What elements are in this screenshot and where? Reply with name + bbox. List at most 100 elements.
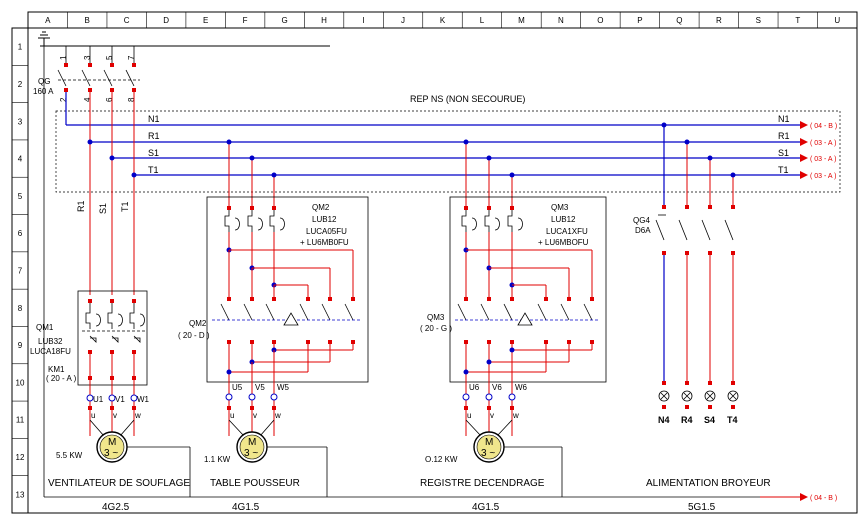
motor1-u: u bbox=[91, 411, 95, 420]
qm3-terminal-u: U6 bbox=[469, 383, 480, 392]
circuit-title-2: TABLE POUSSEUR bbox=[210, 478, 300, 489]
motor2-wiring bbox=[225, 380, 278, 437]
svg-text:1: 1 bbox=[59, 55, 68, 60]
column-label: R bbox=[716, 16, 722, 25]
motor2-letter: M bbox=[248, 437, 256, 448]
column-label: M bbox=[518, 16, 525, 25]
column-label: E bbox=[203, 16, 208, 25]
circuit-title-3: REGISTRE DECENDRAGE bbox=[420, 478, 545, 489]
row-label: 11 bbox=[16, 416, 25, 425]
drop-label-t1: T1 bbox=[120, 201, 130, 212]
row-label: 4 bbox=[18, 155, 23, 164]
svg-text:7: 7 bbox=[127, 55, 136, 60]
qm2-terminal-v: V5 bbox=[255, 383, 265, 392]
row-label: 1 bbox=[18, 43, 23, 52]
motor1-power: 5.5 KW bbox=[56, 451, 83, 460]
column-label: G bbox=[281, 16, 287, 25]
motor2-w: w bbox=[274, 411, 281, 420]
qm2-ref-name: QM2 bbox=[189, 319, 207, 328]
bus-t1-label: T1 bbox=[148, 165, 159, 175]
motor3-wiring bbox=[462, 380, 516, 437]
column-label: K bbox=[440, 16, 446, 25]
bottom-ref-arrow bbox=[800, 493, 808, 501]
qm3-box bbox=[449, 196, 607, 383]
qm3-line2: LUCA1XFU bbox=[546, 227, 588, 236]
motor3-v: v bbox=[490, 411, 494, 420]
motor3-phase: 3 ~ bbox=[481, 448, 495, 459]
svg-text:4: 4 bbox=[83, 97, 92, 102]
row-label: 9 bbox=[18, 341, 23, 350]
qm3-switch bbox=[455, 206, 600, 380]
qm2-switch bbox=[212, 206, 362, 380]
column-label: P bbox=[637, 16, 642, 25]
column-label: A bbox=[45, 16, 51, 25]
bus-r1-label: R1 bbox=[148, 131, 160, 141]
bottom-ref-label: ( 04 - B ) bbox=[810, 495, 837, 502]
row-label: 12 bbox=[16, 453, 25, 462]
motor3-w: w bbox=[512, 411, 519, 420]
bus-arrows bbox=[800, 121, 808, 179]
bus-t1-label-right: T1 bbox=[778, 165, 789, 175]
bus-s1-ref: ( 03 - A ) bbox=[810, 156, 836, 163]
motor3-u: u bbox=[467, 411, 471, 420]
bus-n1-ref: ( 04 - B ) bbox=[810, 123, 837, 130]
qm3-terminal-v: V6 bbox=[492, 383, 502, 392]
qm2-line1: LUB12 bbox=[312, 215, 337, 224]
qm1-terminal-u: U1 bbox=[93, 395, 104, 404]
motor1-wiring bbox=[86, 380, 138, 437]
column-label: T bbox=[795, 16, 800, 25]
motor1-icon bbox=[96, 431, 128, 463]
row-label: 2 bbox=[18, 80, 23, 89]
column-label: D bbox=[163, 16, 169, 25]
earth-icon bbox=[38, 31, 50, 46]
motor3-letter: M bbox=[485, 437, 493, 448]
bus-t1-ref: ( 03 - A ) bbox=[810, 173, 836, 180]
circuit-cable-1: 4G2.5 bbox=[102, 502, 130, 513]
km1-name: KM1 bbox=[48, 365, 65, 374]
column-label: J bbox=[401, 16, 405, 25]
qm2-box bbox=[206, 196, 369, 383]
qg4-out-n4: N4 bbox=[658, 415, 670, 425]
column-label: Q bbox=[676, 16, 682, 25]
motor1-letter: M bbox=[108, 437, 116, 448]
km1-ref: ( 20 - A ) bbox=[46, 374, 77, 383]
svg-text:8: 8 bbox=[127, 97, 136, 102]
qm1-line2: LUCA18FU bbox=[30, 347, 71, 356]
qm2-line3: + LU6MB0FU bbox=[300, 238, 349, 247]
svg-text:3: 3 bbox=[83, 55, 92, 60]
qm2-ref: ( 20 - D ) bbox=[178, 331, 210, 340]
bus-r1-label-right: R1 bbox=[778, 131, 790, 141]
motor1-v: v bbox=[113, 411, 117, 420]
qm2-line2: LUCA05FU bbox=[306, 227, 347, 236]
motor2-v: v bbox=[253, 411, 257, 420]
column-label: B bbox=[85, 16, 90, 25]
column-label: U bbox=[834, 16, 840, 25]
column-label: N bbox=[558, 16, 564, 25]
circuit-cable-3: 4G1.5 bbox=[472, 502, 500, 513]
row-label: 7 bbox=[18, 267, 23, 276]
column-label: C bbox=[124, 16, 130, 25]
bus-n1-label-right: N1 bbox=[778, 114, 790, 124]
bus-r1-ref: ( 03 - A ) bbox=[810, 140, 836, 147]
motor3-icon bbox=[473, 431, 505, 463]
row-label: 5 bbox=[18, 192, 23, 201]
motor1-w: w bbox=[134, 411, 141, 420]
qg4-out-t4: T4 bbox=[727, 415, 738, 425]
row-label: 13 bbox=[16, 490, 25, 499]
ns-area-box bbox=[55, 110, 841, 193]
column-header-band bbox=[27, 11, 858, 29]
qm3-line1: LUB12 bbox=[551, 215, 576, 224]
qm3-ref: ( 20 - G ) bbox=[420, 324, 452, 333]
main-breaker-name: QG bbox=[38, 77, 50, 86]
qm1-terminal-w: W1 bbox=[137, 395, 150, 404]
svg-text:6: 6 bbox=[105, 97, 114, 102]
motor2-power: 1.1 KW bbox=[204, 455, 231, 464]
qg4-rating: D6A bbox=[635, 226, 651, 235]
qg4-name: QG4 bbox=[633, 216, 650, 225]
qm3-terminal-w: W6 bbox=[515, 383, 528, 392]
circuit-cable-4: 5G1.5 bbox=[688, 502, 716, 513]
row-label: 6 bbox=[18, 229, 23, 238]
